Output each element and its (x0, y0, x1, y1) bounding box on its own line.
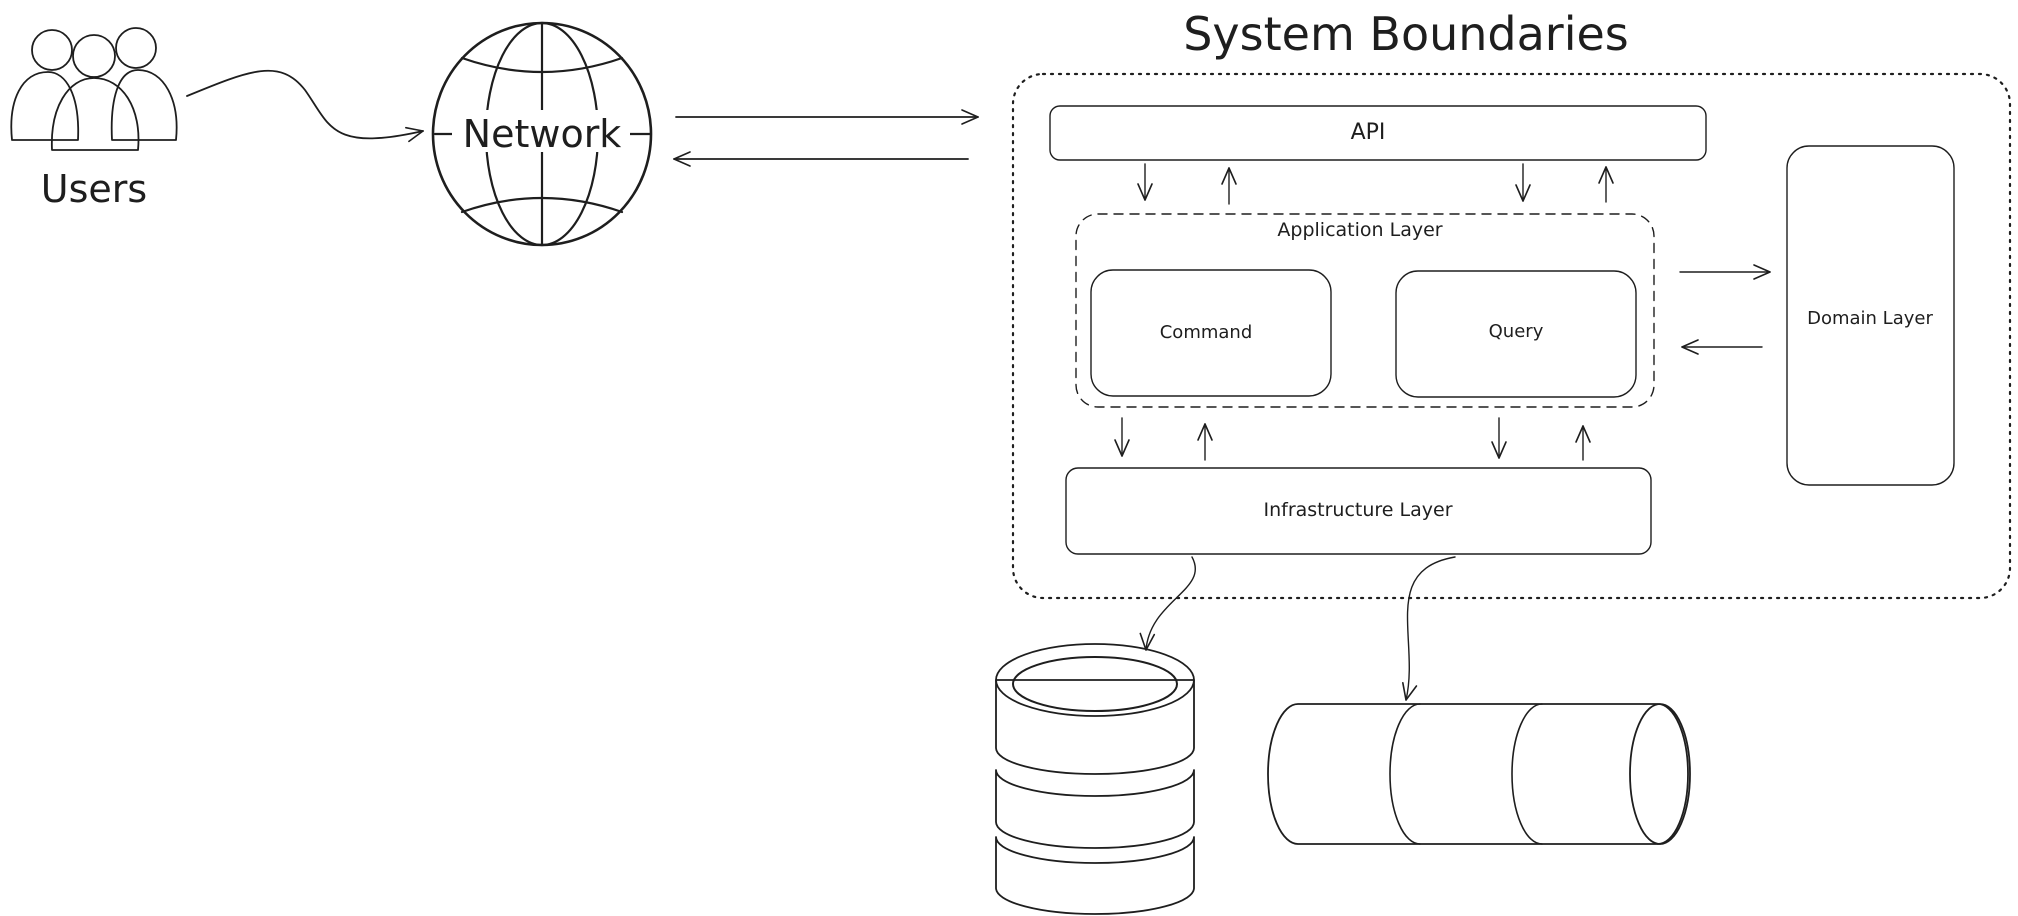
infrastructure-layer-box[interactable] (1065, 467, 1652, 555)
application-layer-group (1075, 213, 1655, 408)
query-label: Query (1489, 321, 1544, 342)
command-box[interactable] (1090, 269, 1332, 397)
domain-layer-label: Domain Layer (1807, 308, 1933, 329)
api-box[interactable] (1049, 105, 1707, 161)
infrastructure-to-queue-arrow (1402, 556, 1456, 701)
application-layer-label: Application Layer (1277, 219, 1442, 241)
network-globe-icon (431, 21, 653, 247)
infrastructure-to-database-arrow (1139, 556, 1196, 651)
diagram-title: System Boundaries (1183, 7, 1629, 61)
users-icon (10, 27, 178, 151)
command-label: Command (1160, 322, 1253, 343)
database-icon (995, 643, 1195, 915)
system-boundary (1011, 72, 2012, 600)
users-label: Users (41, 167, 147, 211)
query-box[interactable] (1395, 270, 1637, 398)
message-queue-icon (1267, 703, 1691, 845)
infrastructure-layer-label: Infrastructure Layer (1263, 499, 1452, 521)
network-label: Network (463, 112, 622, 156)
users-to-network-arrow (186, 69, 424, 143)
domain-layer-box[interactable] (1786, 145, 1955, 486)
api-label: API (1351, 120, 1386, 145)
